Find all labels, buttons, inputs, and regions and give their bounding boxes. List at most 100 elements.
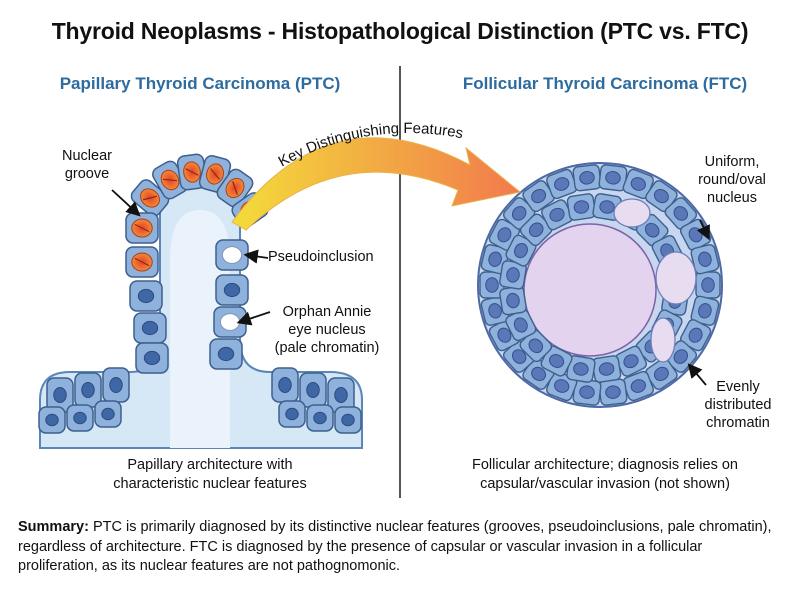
ptc-cell bbox=[215, 239, 249, 271]
ftc-nucleus bbox=[673, 206, 689, 221]
nuclear-groove-line-2: groove bbox=[64, 166, 110, 182]
ftc-nucleus bbox=[554, 379, 570, 393]
page-title: Thyroid Neoplasms - Histopathological Di… bbox=[51, 18, 749, 44]
ptc-cell bbox=[133, 312, 167, 344]
ftc-nucleus bbox=[698, 303, 712, 319]
ftc-nucleus bbox=[630, 177, 646, 191]
ftc-nucleus bbox=[573, 362, 589, 376]
orphan-line-2: eye nucleus bbox=[288, 322, 366, 338]
summary-paragraph: Summary: PTC is primarily diagnosed by i… bbox=[18, 518, 786, 577]
ptc-cell bbox=[130, 179, 170, 217]
ftc-nucleus bbox=[511, 349, 527, 364]
ftc-cell bbox=[566, 355, 596, 383]
ftc-nucleus bbox=[514, 243, 528, 259]
ftc-nucleus bbox=[653, 366, 669, 381]
ftc-nucleus bbox=[673, 349, 689, 364]
ftc-cell bbox=[546, 168, 578, 200]
small-lumen bbox=[655, 251, 697, 305]
ftc-cell bbox=[622, 168, 654, 200]
pale-nucleus bbox=[219, 313, 241, 331]
ftc-nucleus bbox=[531, 189, 547, 204]
ptc-cell bbox=[209, 338, 243, 370]
ptc-cell bbox=[38, 406, 66, 434]
ptc-heading: Papillary Thyroid Carcinoma (PTC) bbox=[59, 74, 341, 93]
ftc-nucleus bbox=[497, 327, 512, 343]
uniform-nucleus-label: Uniform, round/oval nucleus bbox=[682, 153, 782, 207]
ftc-caption-line-1: Follicular architecture; diagnosis relie… bbox=[472, 457, 738, 473]
ptc-cell bbox=[334, 406, 362, 434]
basal-nucleus bbox=[217, 346, 235, 362]
ftc-cell bbox=[505, 309, 537, 341]
ftc-nucleus bbox=[531, 366, 547, 381]
ptc-cell bbox=[299, 372, 327, 408]
ftc-cell bbox=[488, 319, 521, 352]
ftc-nucleus bbox=[630, 379, 646, 393]
ptc-cell bbox=[327, 377, 355, 413]
ftc-cell bbox=[519, 213, 553, 247]
nuclear-groove-mark bbox=[143, 195, 157, 201]
ftc-nucleus bbox=[605, 171, 621, 185]
nuclear-groove-mark bbox=[134, 223, 150, 233]
ftc-nucleus bbox=[644, 222, 660, 238]
nuclear-groove-pointer bbox=[111, 189, 141, 217]
ftc-nucleus bbox=[488, 303, 502, 319]
ftc-cell bbox=[541, 199, 573, 231]
uniform-line-2: round/oval bbox=[698, 172, 766, 188]
ftc-nucleus bbox=[653, 189, 669, 204]
ftc-cell bbox=[566, 193, 597, 221]
evenly-chromatin-label: Evenly distributed chromatin bbox=[688, 378, 788, 432]
small-lumen bbox=[613, 198, 651, 228]
orphan-line-3: (pale chromatin) bbox=[274, 340, 380, 356]
ftc-nucleus bbox=[528, 338, 544, 354]
ftc-cell bbox=[690, 244, 720, 275]
ftc-nucleus bbox=[549, 207, 565, 222]
ftc-cell bbox=[519, 329, 553, 363]
ftc-nucleus bbox=[513, 317, 528, 333]
ptc-cell bbox=[278, 400, 306, 428]
evenly-chromatin-pointer bbox=[687, 363, 707, 386]
basal-nucleus bbox=[137, 288, 155, 304]
nuclear-groove-mark bbox=[185, 168, 199, 176]
ftc-cell bbox=[645, 180, 678, 213]
ptc-cell bbox=[125, 212, 159, 244]
ftc-cell bbox=[499, 285, 527, 316]
basal-nucleus bbox=[109, 377, 123, 393]
ftc-nucleus bbox=[506, 292, 520, 309]
basal-nucleus bbox=[313, 411, 327, 425]
basal-nucleus bbox=[81, 382, 95, 398]
basal-nucleus bbox=[223, 282, 241, 298]
nuclear-groove-line-1: Nuclear bbox=[62, 148, 112, 164]
basal-nucleus bbox=[101, 407, 115, 421]
nuclear-groove-mark bbox=[134, 257, 150, 267]
panel-divider bbox=[399, 66, 401, 498]
key-features-arrow: Key Distinguishing Features bbox=[231, 120, 522, 231]
ptc-cell bbox=[271, 367, 299, 403]
uniform-nucleus-pointer bbox=[696, 219, 710, 241]
ftc-cell bbox=[522, 180, 555, 213]
ftc-cell bbox=[645, 357, 678, 390]
ptc-cell bbox=[102, 367, 130, 403]
ftc-nucleus bbox=[579, 385, 595, 399]
nuclear-groove-mark bbox=[210, 168, 220, 180]
basal-nucleus bbox=[306, 382, 320, 398]
ftc-nucleus bbox=[623, 354, 639, 369]
pointer-lines bbox=[111, 189, 710, 386]
ptc-cell bbox=[46, 377, 74, 413]
ptc-caption: Papillary architecture with characterist… bbox=[60, 456, 360, 494]
basal-nucleus bbox=[285, 407, 299, 421]
ftc-cell bbox=[540, 345, 573, 377]
ftc-follicle bbox=[477, 162, 723, 408]
ftc-cell bbox=[505, 234, 537, 267]
basal-nucleus bbox=[141, 320, 159, 336]
orphan-annie-label: Orphan Annie eye nucleus (pale chromatin… bbox=[262, 303, 392, 357]
small-lumen bbox=[650, 317, 676, 363]
ptc-cells bbox=[38, 153, 362, 434]
evenly-line-1: Evenly bbox=[716, 379, 760, 395]
ftc-nucleus bbox=[698, 251, 712, 267]
ptc-cell bbox=[94, 400, 122, 428]
ftc-cell bbox=[479, 271, 505, 299]
nuclear-groove-label: Nuclear groove bbox=[52, 147, 122, 183]
ftc-nucleus bbox=[485, 277, 499, 293]
ftc-nucleus bbox=[598, 362, 615, 376]
nuclear-groove-mark bbox=[232, 181, 238, 195]
